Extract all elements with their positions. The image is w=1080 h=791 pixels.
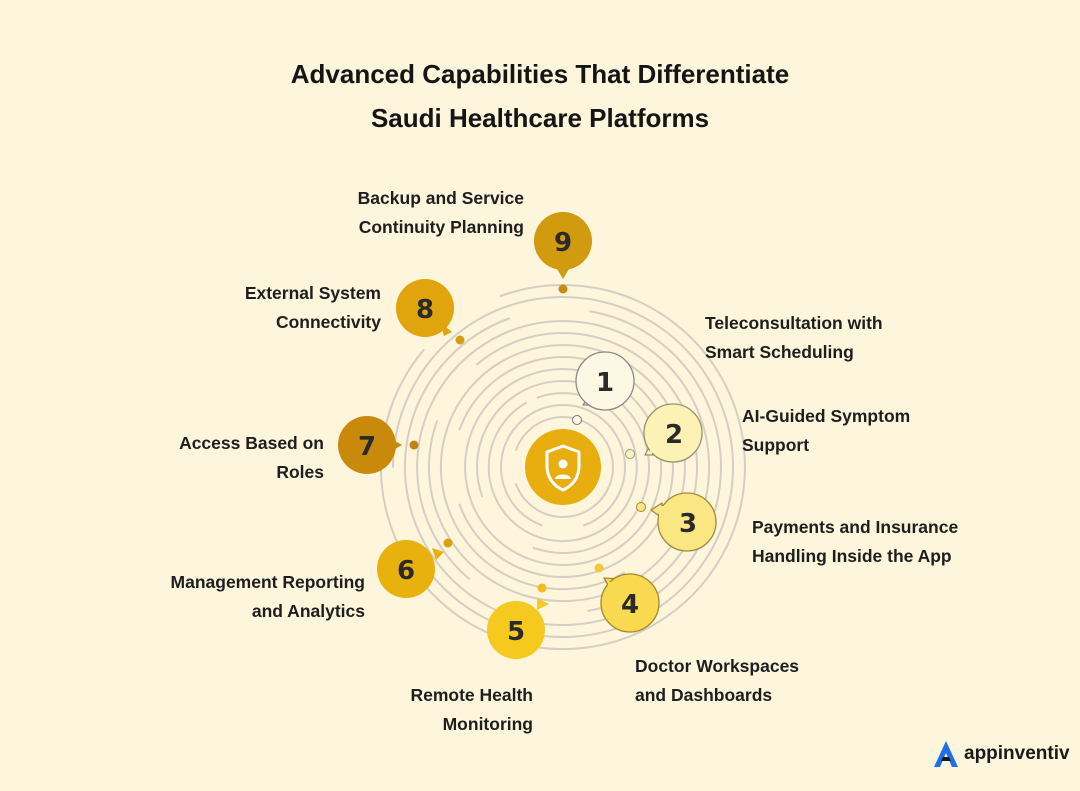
pin-4: 4: [600, 573, 660, 633]
pin-number-9: 9: [554, 228, 572, 258]
shield-user-icon: [545, 444, 581, 492]
connector-dot-7: [409, 440, 419, 450]
brand-name: appinventiv: [964, 743, 1070, 764]
capability-label-2: AI-Guided Symptom Support: [742, 406, 911, 455]
connector-dot-8: [455, 335, 465, 345]
spiral-ring: [380, 284, 746, 651]
spiral-ring: [476, 380, 650, 554]
page-title: Advanced Capabilities That Differentiate…: [0, 52, 1080, 140]
pin-number-8: 8: [416, 295, 434, 325]
connector-dots: [409, 284, 646, 593]
pin-1: 1: [575, 351, 635, 411]
capability-label-3: Payments and Insurance Handling Inside t…: [752, 517, 959, 566]
connector-dot-2: [625, 449, 635, 459]
appinventiv-logo-icon: [934, 741, 958, 767]
spiral-ring: [392, 296, 734, 638]
pin-5: 5: [487, 598, 549, 659]
pin-number-6: 6: [397, 556, 415, 586]
capability-label-4: Doctor Workspaces and Dashboards: [635, 656, 800, 705]
pin-number-3: 3: [679, 509, 697, 539]
pin-number-1: 1: [596, 368, 614, 398]
capability-label-7: Access Based on Roles: [179, 433, 324, 482]
pin-8: 8: [396, 279, 454, 337]
pin-number-2: 2: [665, 420, 683, 450]
spiral-ring: [515, 416, 614, 518]
capability-label-8: External System Connectivity: [244, 283, 381, 332]
brand-logo: appinventiv: [932, 738, 1070, 770]
connector-dot-5: [537, 583, 547, 593]
spiral-ring: [404, 310, 722, 626]
connector-dot-4: [594, 563, 604, 573]
connector-dot-3: [636, 502, 646, 512]
spiral-ring: [458, 356, 674, 578]
spiral-ring: [500, 404, 626, 527]
center-hub: [525, 429, 601, 505]
pin-6: 6: [377, 540, 444, 598]
connector-dot-6: [443, 538, 453, 548]
pin-2: 2: [643, 403, 703, 463]
connector-dot-1: [572, 415, 582, 425]
pin-3: 3: [650, 492, 717, 552]
capability-label-9: Backup and Service Continuity Planning: [357, 188, 524, 237]
title-line-2: Saudi Healthcare Platforms: [370, 103, 710, 133]
pin-7: 7: [338, 416, 402, 474]
pin-number-5: 5: [507, 617, 525, 647]
pin-number-7: 7: [358, 432, 376, 462]
capability-label-6: Management Reporting and Analytics: [170, 572, 365, 621]
capability-label-1: Teleconsultation with Smart Scheduling: [705, 313, 883, 362]
capability-label-5: Remote Health Monitoring: [410, 685, 533, 734]
connector-dot-9: [558, 284, 568, 294]
pin-9: 9: [534, 212, 592, 279]
pin-number-4: 4: [621, 590, 639, 620]
title-line-1: Advanced Capabilities That Differentiate: [290, 59, 790, 89]
